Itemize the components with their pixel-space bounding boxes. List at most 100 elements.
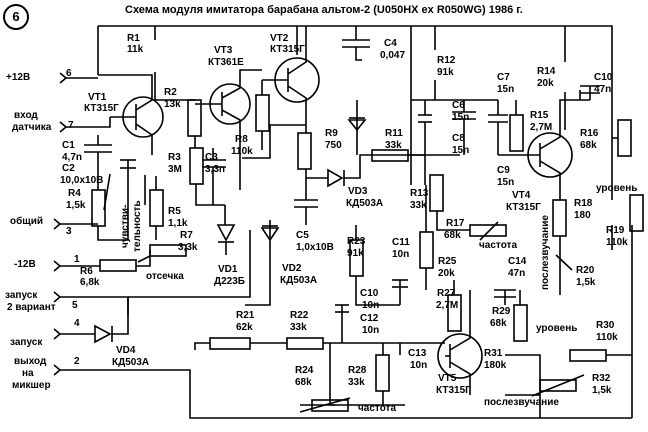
r2-val: 13k <box>164 99 181 110</box>
vt4-ref: VT4 <box>512 190 531 201</box>
c7-ref: C7 <box>497 72 510 83</box>
c1-ref: C1 <box>62 140 75 151</box>
pin-2: 2 <box>74 356 80 367</box>
c5-val: 1,0х10В <box>296 242 334 253</box>
r23-ref: R23 <box>347 236 366 247</box>
label-level-upper: уровень <box>596 183 638 194</box>
r22-val: 33k <box>290 322 307 333</box>
vt4-val: КТ315Г <box>506 202 541 213</box>
c2-val: 10,0х10В <box>60 175 104 186</box>
pin-5: 5 <box>72 300 78 311</box>
schematic-title: Схема модуля имитатора барабана альтом-2… <box>125 4 523 16</box>
io-plus12: +12В <box>6 72 31 83</box>
vt5-val: КТ315Г <box>436 385 471 396</box>
c14-val: 47n <box>508 268 526 279</box>
r16-val: 68k <box>580 140 597 151</box>
pin-3: 3 <box>66 226 72 237</box>
label-sensitivity-2: тельность <box>132 200 143 252</box>
vd1-ref: VD1 <box>218 264 238 275</box>
figure-number-badge: 6 <box>3 4 29 30</box>
c4-ref: C4 <box>384 38 397 49</box>
c11-ref: C11 <box>392 237 410 248</box>
r18-ref: R18 <box>574 198 593 209</box>
c10b-ref: C10 <box>360 288 379 299</box>
r13-val: 33k <box>410 200 427 211</box>
c12-val: 10n <box>362 325 380 336</box>
vd4-val: КД503А <box>112 357 150 368</box>
vd2-ref: VD2 <box>282 263 302 274</box>
r25-ref: R25 <box>438 256 457 267</box>
r29-ref: R29 <box>492 306 511 317</box>
r25-val: 20k <box>438 268 455 279</box>
r30-val: 110k <box>596 332 618 343</box>
r29-val: 68k <box>490 318 507 329</box>
pin-4: 4 <box>74 318 80 329</box>
r28-val: 33k <box>348 377 365 388</box>
vd3-ref: VD3 <box>348 186 368 197</box>
r1-ref: R1 <box>127 33 140 44</box>
r20-ref: R20 <box>576 265 595 276</box>
io-out-3: микшер <box>12 380 51 391</box>
r31-val: 180k <box>484 360 507 371</box>
io-minus12: -12В <box>14 259 36 270</box>
r8-val: 110k <box>231 146 253 157</box>
pin-1: 1 <box>74 254 80 265</box>
r22-ref: R22 <box>290 310 309 321</box>
r9-ref: R9 <box>325 128 338 139</box>
r11-ref: R11 <box>385 128 403 139</box>
r12-val: 91k <box>437 67 454 78</box>
r16-ref: R16 <box>580 128 599 139</box>
r6-ref: R6 <box>80 266 93 277</box>
c10a-ref: C10 <box>594 72 613 83</box>
c3-ref: C3 <box>205 152 218 163</box>
r1-val: 11k <box>127 44 144 55</box>
r24-ref: R24 <box>295 365 314 376</box>
c6-val: 15n <box>452 112 470 123</box>
vt3-ref: VT3 <box>214 45 233 56</box>
r17-ref: R17 <box>446 218 465 229</box>
label-cutoff: отсечка <box>146 271 184 282</box>
c12-ref: C12 <box>360 313 379 324</box>
vt5-ref: VT5 <box>438 373 457 384</box>
vt2-val: КТ315Г <box>270 44 305 55</box>
r23-val: 91k <box>347 248 364 259</box>
pin-7: 7 <box>68 120 74 131</box>
c13-ref: C13 <box>408 348 427 359</box>
r5-val: 1,1k <box>168 218 188 229</box>
r14-val: 20k <box>537 78 554 89</box>
r4-val: 1,5k <box>66 200 86 211</box>
c9-ref: C9 <box>497 165 510 176</box>
r9-val: 750 <box>325 140 342 151</box>
r32-ref: R32 <box>592 373 611 384</box>
vt2-ref: VT2 <box>270 33 289 44</box>
r15-val: 2,7М <box>530 122 553 133</box>
io-start: запуск <box>10 337 43 348</box>
r17-val: 68k <box>444 230 461 241</box>
vt1-val: КТ315Г <box>84 103 119 114</box>
c13-val: 10n <box>410 360 428 371</box>
c7-val: 15n <box>497 84 515 95</box>
c10b-val: 10n <box>362 300 380 311</box>
io-out-1: выход <box>14 356 47 367</box>
c4-val: 0,047 <box>380 50 406 61</box>
r8-ref: R8 <box>235 134 248 145</box>
c11-val: 10n <box>392 249 410 260</box>
r27-ref: R27 <box>437 288 456 299</box>
c3-val: 3,3n <box>205 164 226 175</box>
c6-ref: C6 <box>452 100 465 111</box>
r18-val: 180 <box>574 210 591 221</box>
r20-val: 1,5k <box>576 277 596 288</box>
vt1-ref: VT1 <box>88 92 107 103</box>
r2-ref: R2 <box>164 87 177 98</box>
label-level-lower: уровень <box>536 323 578 334</box>
r13-ref: R13 <box>410 188 429 199</box>
label-frequency-lower: частота <box>358 403 397 414</box>
vd2-val: КД503А <box>280 275 318 286</box>
c10a-val: 47n <box>594 84 612 95</box>
c1-val: 4,7n <box>62 152 83 163</box>
r4-ref: R4 <box>68 188 81 199</box>
r28-ref: R28 <box>348 365 367 376</box>
r30-ref: R30 <box>596 320 615 331</box>
c2-ref: C2 <box>62 163 75 174</box>
